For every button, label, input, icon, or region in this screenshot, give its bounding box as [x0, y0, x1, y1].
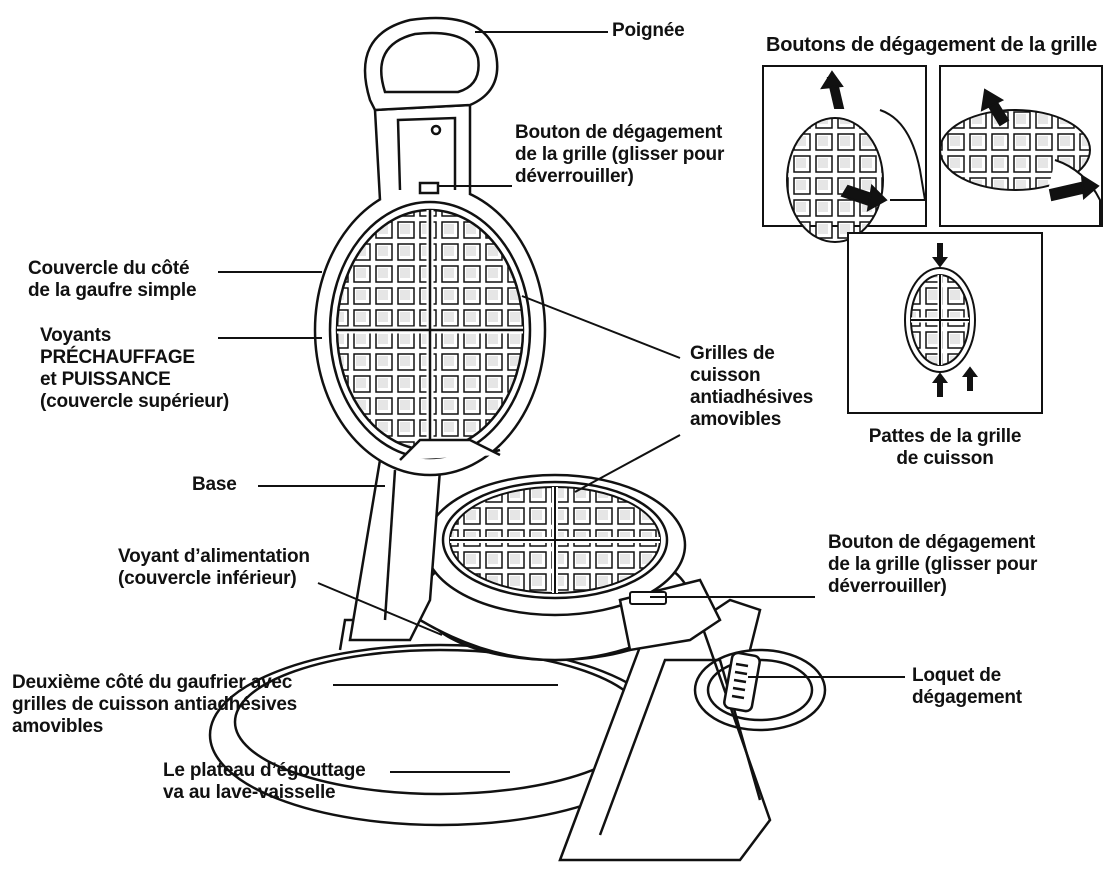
- label-line: de la gaufre simple: [28, 280, 197, 301]
- label-release-latch: Loquet de dégagement: [912, 665, 1022, 709]
- label-line: Voyant d’alimentation: [118, 546, 310, 567]
- hinge: [399, 438, 501, 461]
- label-line: déverrouiller): [515, 166, 634, 187]
- inset-panel-left: [762, 65, 927, 243]
- label-indicator-lights: Voyants PRÉCHAUFFAGE et PUISSANCE (couve…: [40, 325, 229, 413]
- label-line: (couvercle inférieur): [118, 568, 297, 589]
- label-line: Voyants: [40, 325, 112, 346]
- label-line: de cuisson: [896, 448, 994, 469]
- label-line: cuisson: [690, 365, 761, 386]
- label-upper-release-button: Bouton de dégagement de la grille (gliss…: [515, 122, 724, 188]
- label-power-light: Voyant d’alimentation (couvercle inférie…: [118, 546, 310, 590]
- label-line: Couvercle du côté: [28, 258, 190, 279]
- inset-panel-right: [939, 65, 1103, 227]
- label-lower-release-button: Bouton de dégagement de la grille (gliss…: [828, 532, 1037, 598]
- upper-lid: [313, 183, 547, 477]
- label-grid-tabs: Pattes de la grille de cuisson: [848, 426, 1042, 470]
- label-line: Deuxième côté du gaufrier avec: [12, 672, 293, 693]
- label-line: déverrouiller): [828, 576, 947, 597]
- label-line: Le plateau d’égouttage: [163, 760, 366, 781]
- label-line: grilles de cuisson antiadhésives: [12, 694, 298, 715]
- label-line: antiadhésives: [690, 387, 814, 408]
- label-line: Boutons de dégagement de la grille: [766, 34, 1098, 56]
- lower-grid: [449, 486, 661, 594]
- label-base: Base: [192, 474, 237, 496]
- label-line: Loquet de: [912, 665, 1001, 686]
- label-handle-line: Poignée: [612, 20, 685, 41]
- label-line: amovibles: [12, 716, 104, 737]
- label-line: Base: [192, 474, 237, 495]
- label-line: dégagement: [912, 687, 1022, 708]
- label-second-side: Deuxième côté du gaufrier avec grilles d…: [12, 672, 297, 738]
- label-line: PRÉCHAUFFAGE: [40, 347, 195, 368]
- label-line: Bouton de dégagement: [515, 122, 723, 143]
- leader-lines: [218, 31, 905, 773]
- label-handle: Poignée: [612, 20, 685, 42]
- label-line: Bouton de dégagement: [828, 532, 1036, 553]
- label-inset-title: Boutons de dégagement de la grille: [766, 34, 1097, 56]
- label-line: de la grille (glisser pour: [515, 144, 725, 165]
- label-line: (couvercle supérieur): [40, 391, 230, 412]
- label-line: Pattes de la grille: [868, 426, 1022, 447]
- label-removable-grids: Grilles de cuisson antiadhésives amovibl…: [690, 343, 813, 431]
- top-handle: [363, 16, 499, 201]
- label-line: de la grille (glisser pour: [828, 554, 1038, 575]
- label-single-waffle-lid: Couvercle du côté de la gaufre simple: [28, 258, 197, 302]
- inset-panel-bottom: [847, 232, 1043, 414]
- label-drip-tray: Le plateau d’égouttage va au lave-vaisse…: [163, 760, 366, 804]
- label-line: va au lave-vaisselle: [163, 782, 336, 803]
- label-line: et PUISSANCE: [40, 369, 171, 390]
- label-line: Grilles de: [690, 343, 775, 364]
- label-line: amovibles: [690, 409, 782, 430]
